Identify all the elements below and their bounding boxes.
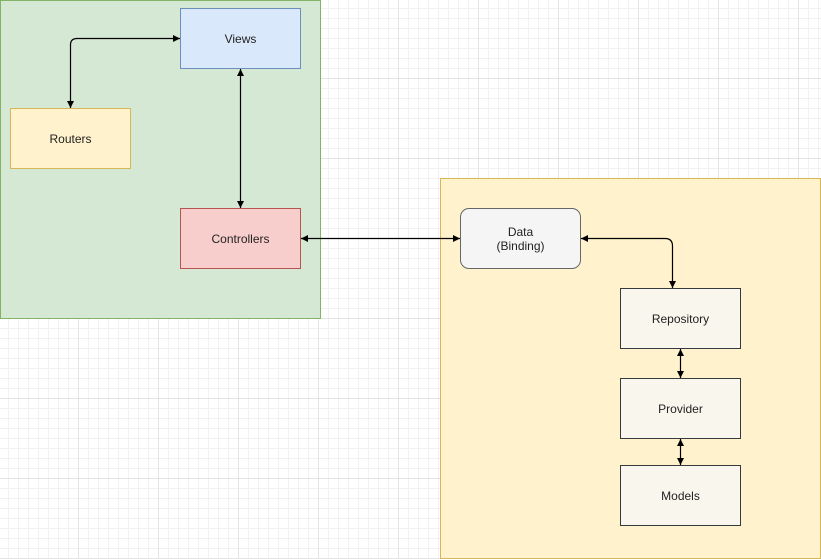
- data-binding-node[interactable]: Data (Binding): [460, 208, 581, 269]
- routers-node[interactable]: Routers: [10, 108, 131, 169]
- controllers-node[interactable]: Controllers: [180, 208, 301, 269]
- models-node[interactable]: Models: [620, 465, 741, 526]
- provider-node[interactable]: Provider: [620, 378, 741, 439]
- views-node[interactable]: Views: [180, 8, 301, 69]
- repository-node[interactable]: Repository: [620, 288, 741, 349]
